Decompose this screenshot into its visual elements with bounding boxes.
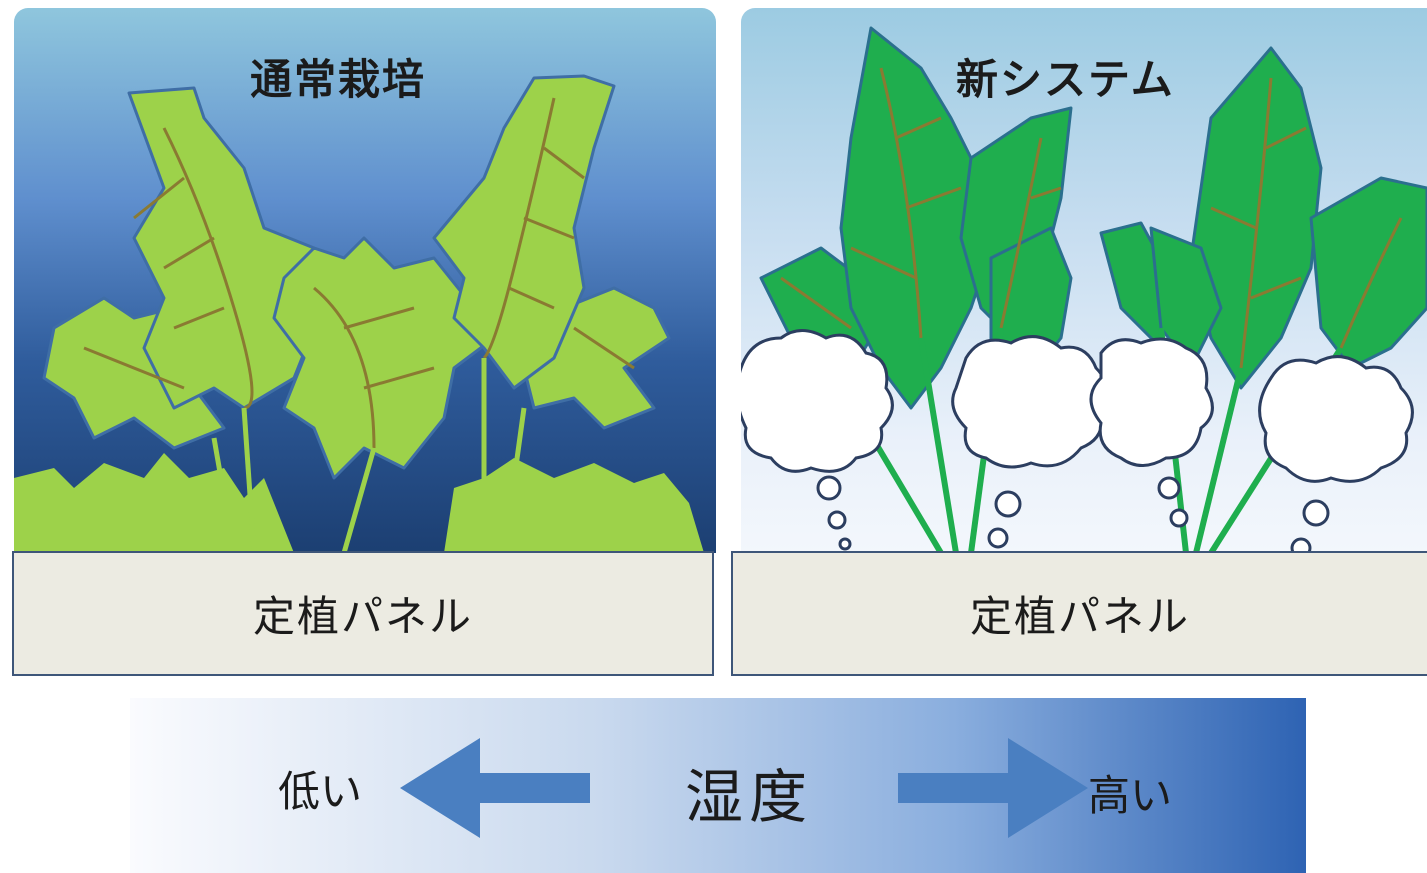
low-humidity-label: 低い: [278, 767, 363, 816]
humidity-label: 湿度: [685, 763, 814, 831]
wilted-plants-illustration: [14, 74, 704, 553]
healthy-plants-illustration: [741, 26, 1427, 553]
arrow-right-icon: [898, 738, 1088, 838]
planting-panel-left: 定植パネル: [12, 551, 714, 676]
new-system-panel: 新システム: [741, 8, 1427, 553]
high-humidity-label: 高い: [1088, 771, 1173, 820]
conventional-title: 通常栽培: [250, 55, 427, 104]
conventional-cultivation-panel: 通常栽培: [14, 8, 716, 553]
arrow-left-icon: [400, 738, 590, 838]
humidity-scale-bar: 低い 湿度 高い: [130, 698, 1306, 873]
planting-panel-right: 定植パネル: [731, 551, 1427, 676]
new-system-title: 新システム: [956, 55, 1175, 104]
